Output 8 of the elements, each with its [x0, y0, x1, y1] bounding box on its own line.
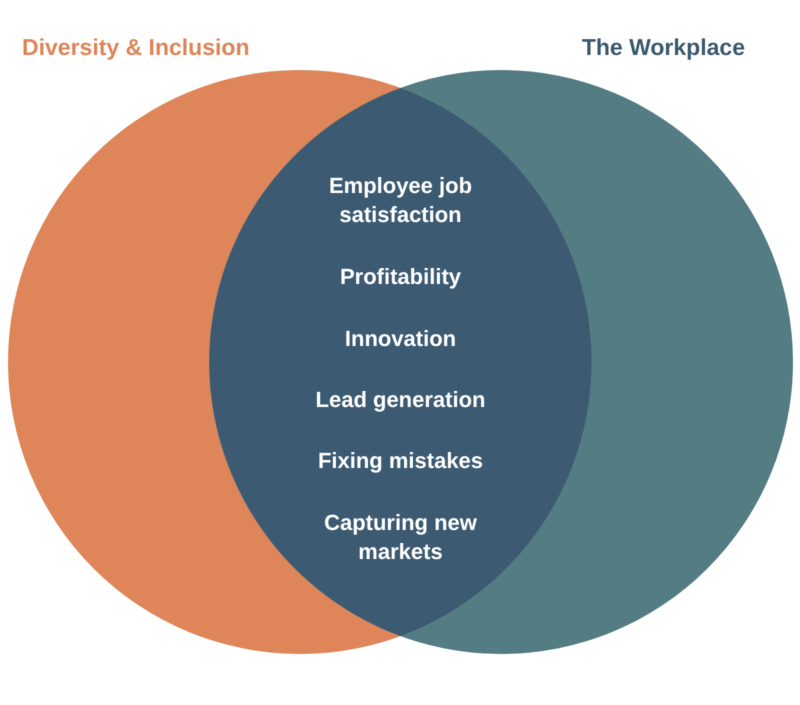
overlap-item: Capturing new markets — [323, 509, 478, 566]
circle-heading: Diversity & Inclusion — [22, 33, 250, 61]
overlap-item: Innovation — [344, 325, 456, 353]
overlap-item: Employee job satisfaction — [328, 172, 474, 229]
overlap-item: Profitability — [340, 263, 461, 291]
overlap-item: Fixing mistakes — [318, 447, 484, 475]
overlap-item: Lead generation — [316, 386, 486, 414]
circle-heading: The Workplace — [582, 33, 745, 61]
